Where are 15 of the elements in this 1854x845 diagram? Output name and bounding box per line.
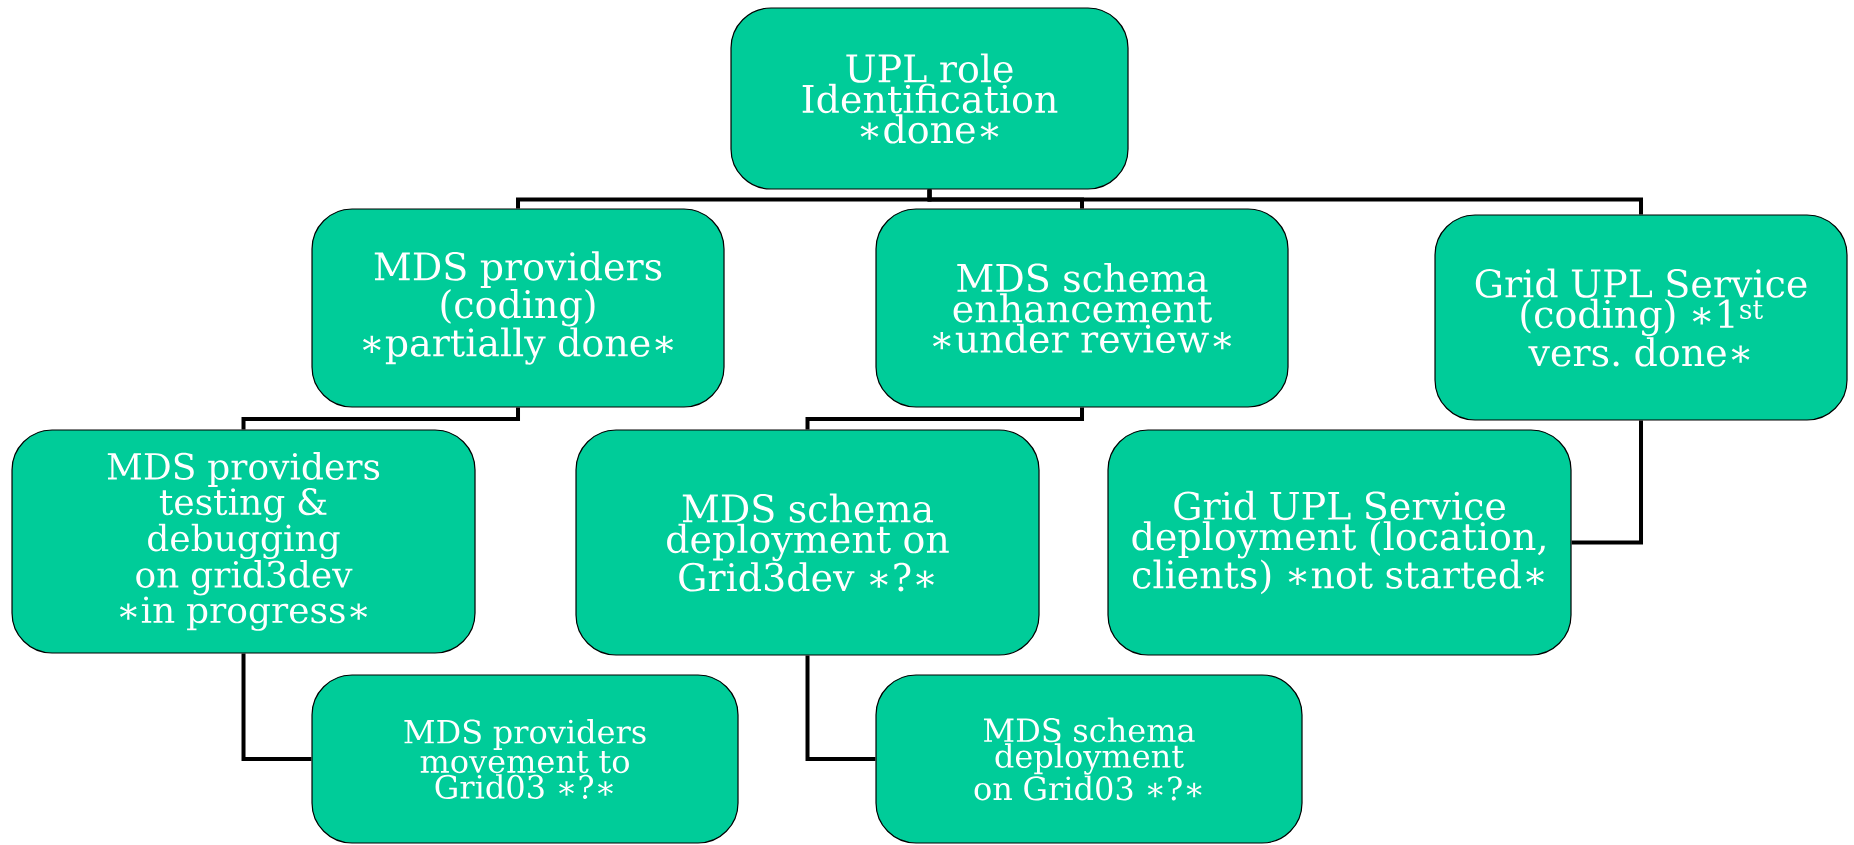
connector-line [927, 189, 1643, 215]
task-box: MDS schema deployment on Grid3dev ∗?∗ [575, 429, 1040, 656]
task-box: MDS schema enhancement ∗under review∗ [875, 208, 1289, 408]
task-box: Grid UPL Service (coding) ∗1$^{st}$ vers. done∗ [1434, 214, 1848, 421]
task-box: MDS providers movement to Grid03 ∗?∗ [311, 674, 739, 844]
connector-line [1571, 420, 1643, 545]
connector-line [805, 655, 876, 761]
task-box: MDS providers (coding) ∗partially done∗ [311, 208, 725, 408]
connector-line [241, 653, 312, 761]
task-box: Grid UPL Service deployment (location, clients) ∗not started∗ [1107, 429, 1572, 656]
connector-line [241, 407, 520, 430]
task-box: MDS providers testing & debugging on grid3dev ∗in progress∗ [11, 429, 476, 654]
task-box: UPL role Identification ∗done∗ [730, 7, 1129, 190]
connector-line [805, 407, 1084, 430]
task-box: MDS schema deployment on Grid03 ∗?∗ [875, 674, 1303, 844]
